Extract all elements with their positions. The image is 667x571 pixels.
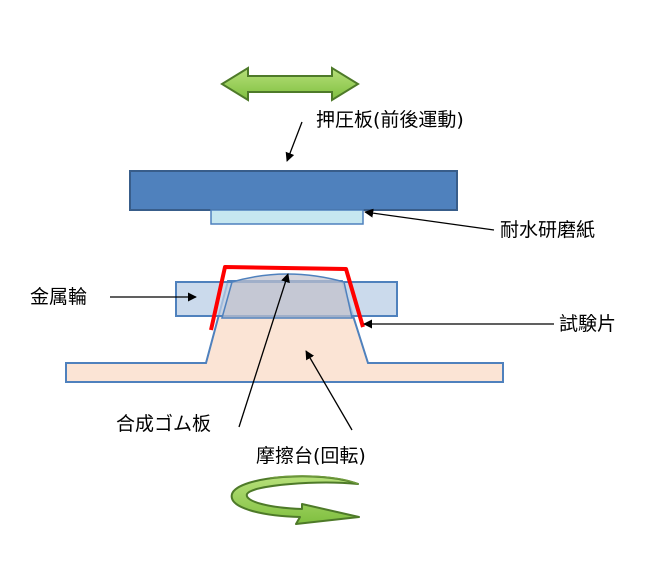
metal-ring-label: 金属輪 bbox=[30, 286, 88, 308]
synthetic-rubber-plate bbox=[221, 273, 353, 319]
friction-table-leader bbox=[305, 350, 353, 431]
sandpaper-sheet bbox=[210, 209, 364, 225]
pressure-plate bbox=[129, 170, 458, 211]
sandpaper-leader bbox=[364, 208, 495, 231]
test-piece-label: 試験片 bbox=[559, 313, 617, 335]
sandpaper-label: 耐水研磨紙 bbox=[500, 219, 596, 241]
reciprocating-motion-arrow bbox=[220, 66, 360, 102]
rubber-plate-leader bbox=[238, 273, 290, 428]
rotation-arrow bbox=[230, 475, 360, 525]
rubber-plate-label: 合成ゴム板 bbox=[116, 413, 212, 435]
friction-table bbox=[65, 280, 504, 383]
pressure-plate-label: 押圧板(前後運動) bbox=[316, 109, 464, 131]
friction-table-label: 摩擦台(回転) bbox=[256, 445, 366, 467]
test-piece bbox=[209, 265, 365, 331]
pressure-plate-leader bbox=[285, 121, 303, 162]
